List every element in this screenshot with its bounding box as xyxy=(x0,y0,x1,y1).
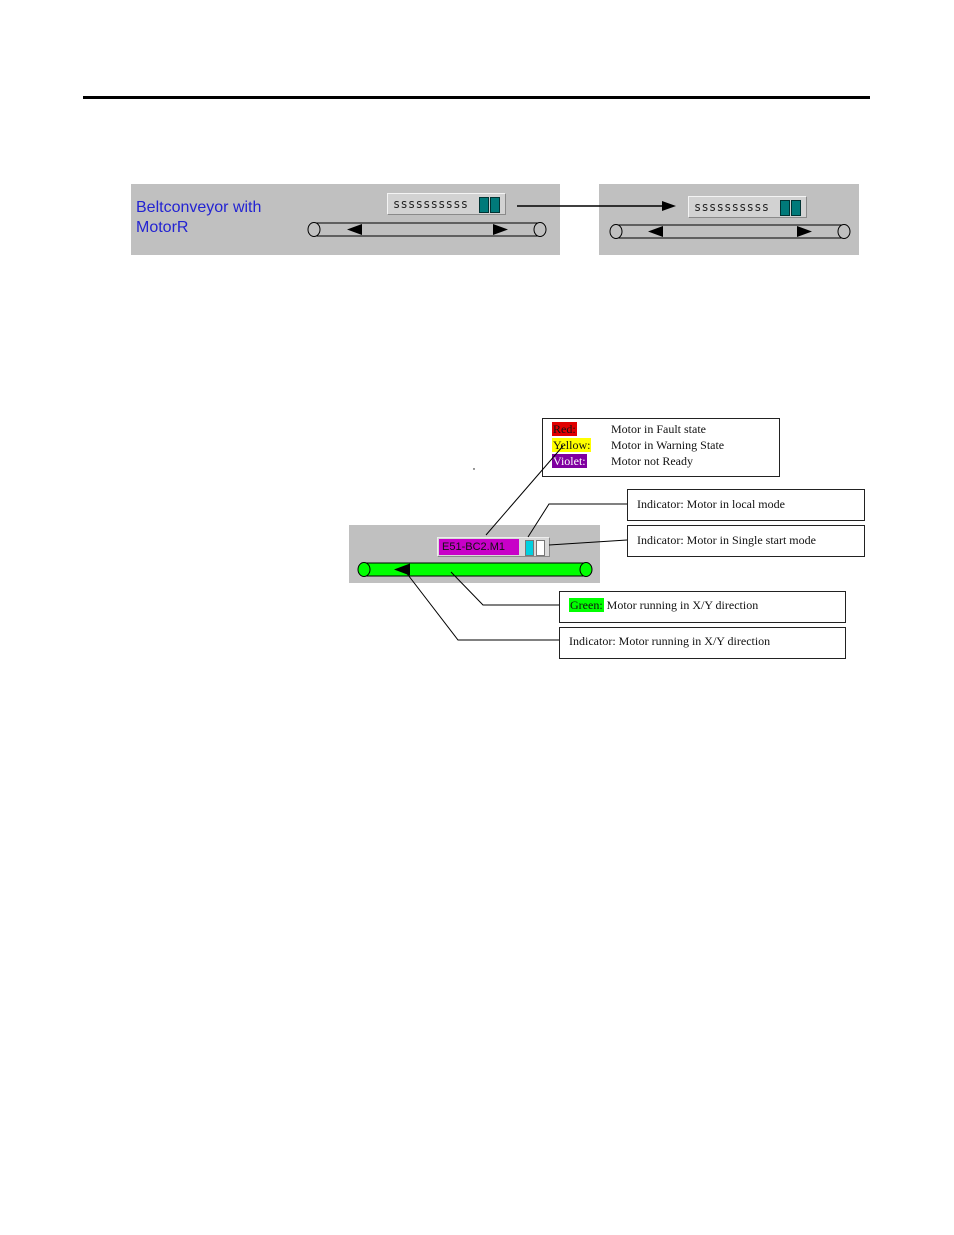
green-running-callout: Green: Motor running in X/Y direction xyxy=(559,591,846,623)
local-mode-text: Indicator: Motor in local mode xyxy=(637,497,785,512)
single-start-indicator-icon xyxy=(536,540,545,556)
local-mode-indicator-icon xyxy=(525,540,534,556)
legend-label-violet: Violet: xyxy=(552,454,587,468)
legend-row-red: Red: Motor in Fault state xyxy=(552,422,577,437)
legend-label-red: Red: xyxy=(552,422,577,436)
beltconveyor-panel-left: Beltconveyor with MotorR ssssssssss xyxy=(131,184,560,255)
beltconveyor-panel-right: ssssssssss xyxy=(599,184,859,255)
green-label: Green: xyxy=(569,598,604,612)
panel-title-line2: MotorR xyxy=(136,218,261,238)
single-start-text: Indicator: Motor in Single start mode xyxy=(637,533,816,548)
legend-text-yellow: Motor in Warning State xyxy=(611,438,724,453)
direction-callout: Indicator: Motor running in X/Y directio… xyxy=(559,627,846,659)
legend-text-red: Motor in Fault state xyxy=(611,422,706,437)
motor-tag-name: E51-BC2.M1 xyxy=(439,539,519,555)
green-running-text: Motor running in X/Y direction xyxy=(607,598,759,612)
local-mode-callout: Indicator: Motor in local mode xyxy=(627,489,865,521)
indicator-right-icon xyxy=(490,197,500,213)
legend-row-violet: Violet: Motor not Ready xyxy=(552,454,587,469)
motor-tag-box-diagram[interactable]: E51-BC2.M1 xyxy=(437,537,550,557)
indicator-right-icon xyxy=(791,200,801,216)
single-start-callout: Indicator: Motor in Single start mode xyxy=(627,525,865,557)
header-rule xyxy=(83,96,870,99)
legend-text-violet: Motor not Ready xyxy=(611,454,693,469)
panel-title: Beltconveyor with MotorR xyxy=(136,198,261,238)
legend-row-yellow: Yellow: Motor in Warning State xyxy=(552,438,591,453)
motor-tag-box-right[interactable]: ssssssssss xyxy=(688,196,807,218)
indicator-left-icon xyxy=(479,197,489,213)
legend-label-yellow: Yellow: xyxy=(552,438,591,452)
motor-tag-box[interactable]: ssssssssss xyxy=(387,193,506,215)
panel-title-line1: Beltconveyor with xyxy=(136,198,261,218)
motor-tag-text: ssssssssss xyxy=(393,197,468,211)
color-legend-callout: Red: Motor in Fault state Yellow: Motor … xyxy=(542,418,780,477)
motor-tag-text-right: ssssssssss xyxy=(694,200,769,214)
stray-dot xyxy=(473,468,474,469)
direction-text: Indicator: Motor running in X/Y directio… xyxy=(569,634,770,649)
indicator-left-icon xyxy=(780,200,790,216)
green-running-line: Green: Motor running in X/Y direction xyxy=(569,598,758,613)
